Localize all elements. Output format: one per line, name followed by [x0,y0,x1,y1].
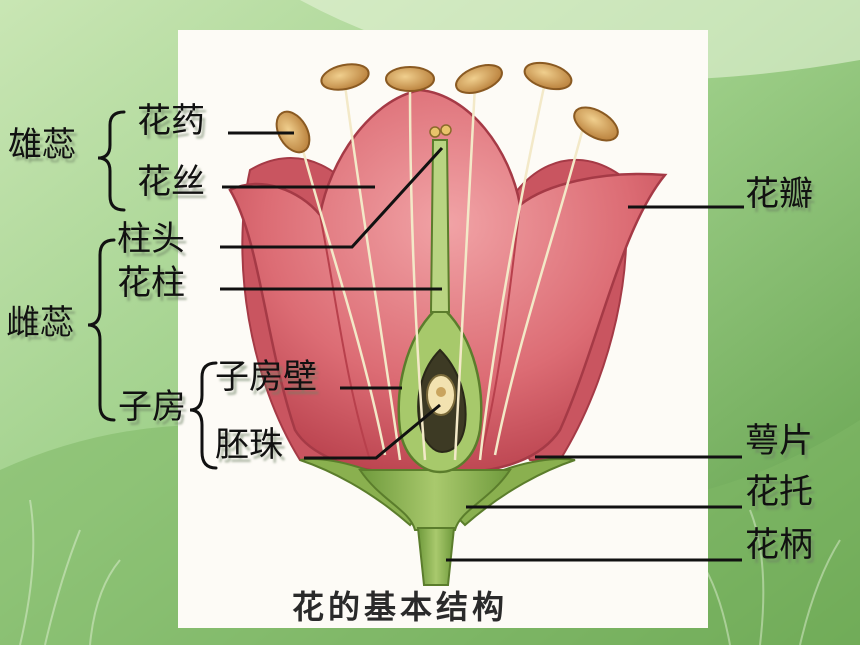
petal-fold-left [319,214,371,461]
label-pistil: 雌蕊 [6,303,74,343]
label-stigma: 柱头 [117,219,185,259]
leader-line-stigma [220,146,444,249]
label-ovule: 胚珠 [215,425,283,465]
anther [385,66,435,92]
label-stamen: 雄蕊 [8,125,76,165]
grass-blades [19,499,841,645]
receptacle [358,469,512,531]
anther [523,61,573,91]
leader-lines [220,131,744,562]
label-filament: 花丝 [137,162,205,202]
anther [455,64,503,94]
brace-pistil [87,238,116,422]
label-ovary-wall: 子房壁 [215,357,317,397]
label-anther: 花药 [137,101,205,141]
pedicel [416,527,456,586]
style [429,139,451,313]
diagram-caption: 花的基本结构 [292,588,509,626]
petal-fold-right [479,204,521,461]
label-receptacle: 花托 [745,472,813,512]
anther [320,63,370,91]
stigma [429,124,452,138]
brace-ovary [189,361,218,470]
leader-line-ovule [304,403,441,460]
label-ovary: 子房 [118,387,186,427]
label-pedicel: 花柄 [745,525,813,565]
filaments [293,81,587,461]
ovule-core [436,387,446,397]
braces [87,110,218,470]
anther [573,106,619,142]
brace-stamen [97,110,126,212]
label-sepal: 萼片 [745,421,813,461]
label-style: 花柱 [117,263,185,303]
label-petal: 花瓣 [745,174,813,214]
